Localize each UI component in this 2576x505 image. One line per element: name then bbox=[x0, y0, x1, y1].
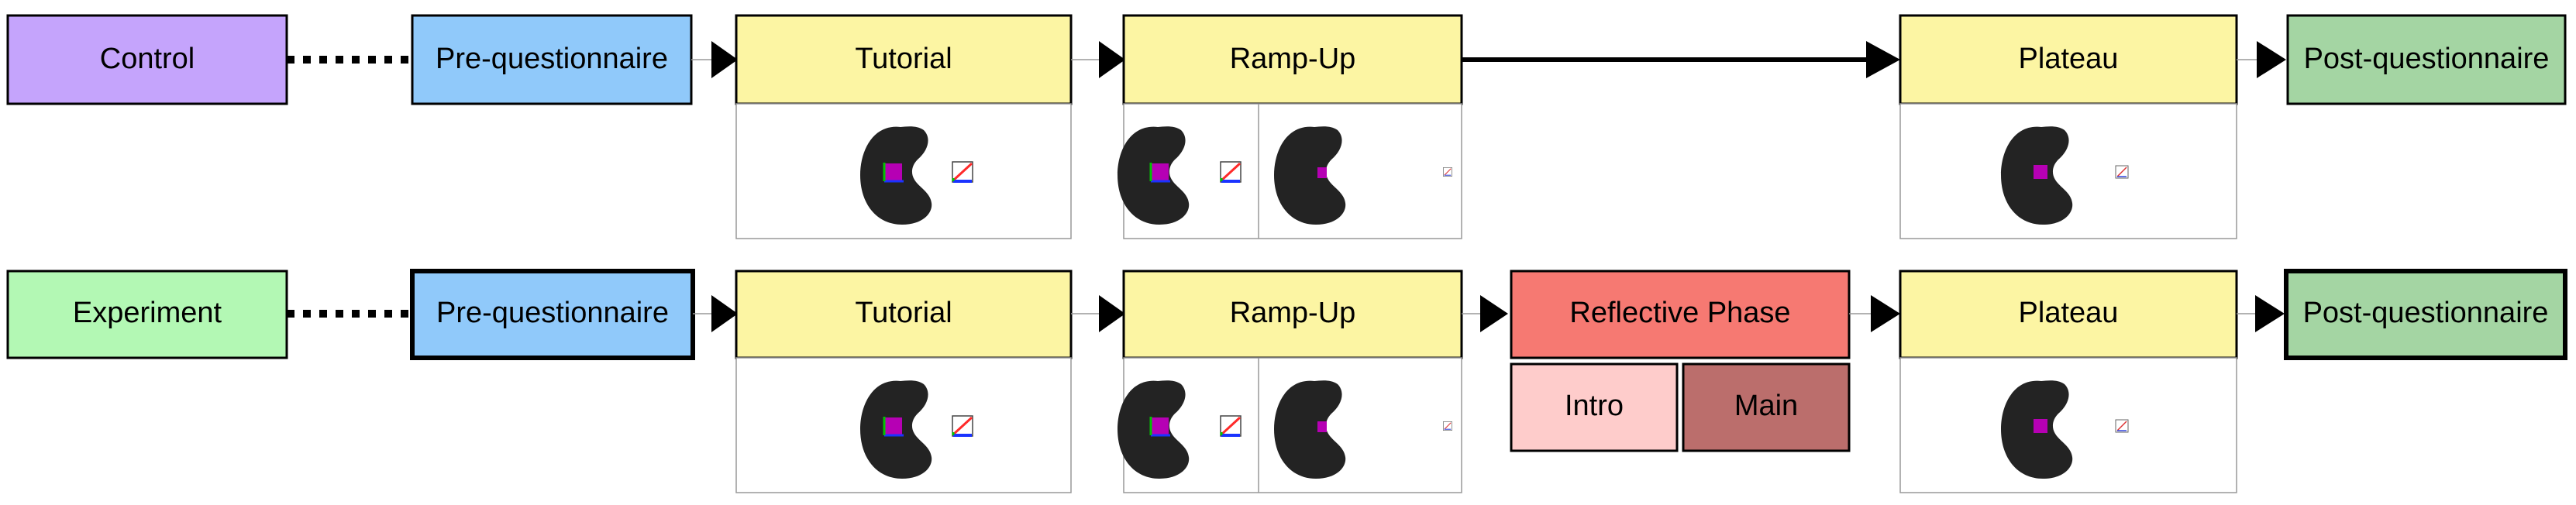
scale-large-icon bbox=[1219, 160, 1242, 184]
control-rampup-marker-left bbox=[1152, 163, 1169, 180]
control-arrowhead-post bbox=[2257, 41, 2286, 78]
control-post-questionnaire-box bbox=[2286, 14, 2567, 105]
experiment-post-questionnaire-box bbox=[2284, 269, 2567, 360]
scale-large-icon bbox=[951, 414, 974, 438]
control-plateau-label: Plateau bbox=[2019, 43, 2119, 75]
control-post-questionnaire-label: Post-questionnaire bbox=[2304, 43, 2550, 75]
scale-large-icon bbox=[951, 160, 974, 184]
control-arrowhead-tutorial bbox=[711, 41, 738, 78]
control-rampup-label: Ramp-Up bbox=[1230, 43, 1356, 75]
reflective-intro-box bbox=[1510, 362, 1679, 452]
experiment-arrowhead-plateau bbox=[1871, 295, 1900, 332]
reflective-phase-label: Reflective Phase bbox=[1569, 297, 1790, 329]
scale-small-icon bbox=[2115, 419, 2129, 433]
experiment-plateau-label: Plateau bbox=[2019, 297, 2119, 329]
experiment-tutorial-label: Tutorial bbox=[855, 297, 952, 329]
control-row: Control Pre-questionnaire Tutorial Ramp-… bbox=[6, 14, 2567, 239]
control-arrowhead-rampup bbox=[1099, 41, 1125, 78]
reflective-main-label: Main bbox=[1734, 390, 1798, 422]
experiment-rampup-label: Ramp-Up bbox=[1230, 297, 1356, 329]
experiment-arrowhead-rampup bbox=[1099, 295, 1125, 332]
experiment-arrowhead-tutorial bbox=[711, 295, 738, 332]
experiment-pre-questionnaire-box bbox=[410, 269, 695, 360]
control-group-label: Control bbox=[100, 43, 195, 75]
experiment-post-questionnaire-label: Post-questionnaire bbox=[2303, 297, 2549, 329]
reflective-intro-label: Intro bbox=[1565, 390, 1624, 422]
control-arrowhead-plateau bbox=[1866, 41, 1900, 78]
experiment-plateau-marker bbox=[2034, 419, 2047, 433]
control-plateau-panel bbox=[1899, 103, 2237, 239]
experiment-arrowhead-post bbox=[2255, 295, 2285, 332]
experiment-plateau-panel bbox=[1899, 357, 2237, 493]
experiment-tutorial-header bbox=[735, 270, 1073, 359]
control-pre-questionnaire-box bbox=[411, 14, 693, 105]
reflective-phase-box bbox=[1510, 270, 1851, 359]
control-rampup-marker-right bbox=[1317, 167, 1327, 178]
experiment-plateau-header bbox=[1899, 270, 2238, 359]
control-pre-questionnaire-label: Pre-questionnaire bbox=[436, 43, 668, 75]
control-tutorial-marker bbox=[885, 163, 902, 180]
experiment-rampup-marker-right bbox=[1317, 421, 1327, 432]
experiment-group-label: Experiment bbox=[73, 297, 222, 329]
scale-large-icon bbox=[1219, 414, 1242, 438]
control-plateau-marker bbox=[2034, 165, 2047, 179]
scale-small-icon bbox=[2115, 165, 2129, 179]
experiment-rampup-header bbox=[1122, 270, 1463, 359]
experiment-pre-questionnaire-label: Pre-questionnaire bbox=[436, 297, 669, 329]
control-tutorial-label: Tutorial bbox=[855, 43, 952, 75]
reflective-main-box bbox=[1682, 362, 1851, 452]
experiment-tutorial-marker bbox=[885, 417, 902, 435]
control-group-box bbox=[6, 14, 288, 105]
experiment-group-box bbox=[6, 270, 288, 359]
experiment-row: Experiment Pre-questionnaire Tutorial Ra… bbox=[6, 269, 2567, 493]
scale-tiny-icon bbox=[1442, 167, 1453, 177]
experiment-arrowhead-reflective bbox=[1480, 295, 1508, 332]
experiment-rampup-marker-left bbox=[1152, 417, 1169, 435]
scale-tiny-icon bbox=[1442, 421, 1453, 431]
